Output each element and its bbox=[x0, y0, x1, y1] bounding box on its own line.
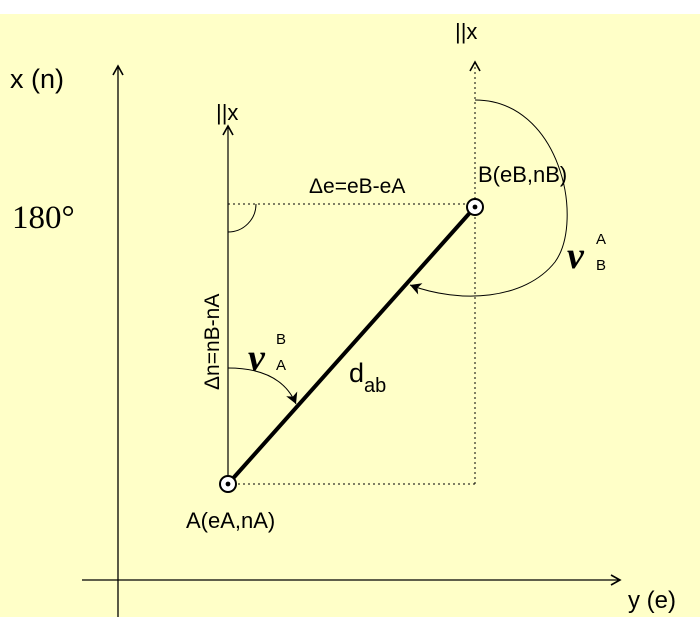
corner-angle-arc bbox=[227, 203, 257, 233]
bearing-b-superscript: A bbox=[596, 231, 606, 248]
distance-subscript: ab bbox=[364, 375, 386, 397]
parallel-x-label-b: ||x bbox=[455, 19, 477, 44]
delta-n-label: Δn=nB-nA bbox=[201, 294, 224, 390]
bearing-a-subscript: A bbox=[276, 357, 286, 374]
distance-main: d bbox=[349, 358, 364, 388]
x-axis-label: x (n) bbox=[10, 64, 64, 94]
segment-ab bbox=[226, 205, 477, 486]
y-axis-label: y (e) bbox=[628, 587, 676, 614]
circled-dot-icon bbox=[466, 198, 484, 216]
delta-e-label: Δe=eB-eA bbox=[309, 175, 405, 198]
bearing-arc-b bbox=[409, 99, 568, 297]
angle-180-label: 180° bbox=[12, 200, 75, 236]
point-a-label: A(eA,nA) bbox=[186, 508, 275, 533]
bearing-a-superscript: B bbox=[276, 331, 286, 348]
diagram-background bbox=[0, 14, 700, 617]
bearing-b-subscript: B bbox=[596, 257, 606, 274]
bearing-a-label: ν B A bbox=[248, 331, 286, 379]
bearing-a-symbol: ν bbox=[248, 337, 266, 379]
parallel-x-label-a: ||x bbox=[216, 100, 238, 125]
point-b-label: B(eB,nB) bbox=[478, 162, 567, 187]
bearing-arc-a bbox=[227, 367, 298, 405]
distance-label: d ab bbox=[349, 358, 386, 397]
bearing-b-label: ν A B bbox=[567, 231, 606, 277]
bearing-b-symbol: ν bbox=[567, 235, 585, 277]
circled-dot-icon bbox=[219, 475, 237, 493]
